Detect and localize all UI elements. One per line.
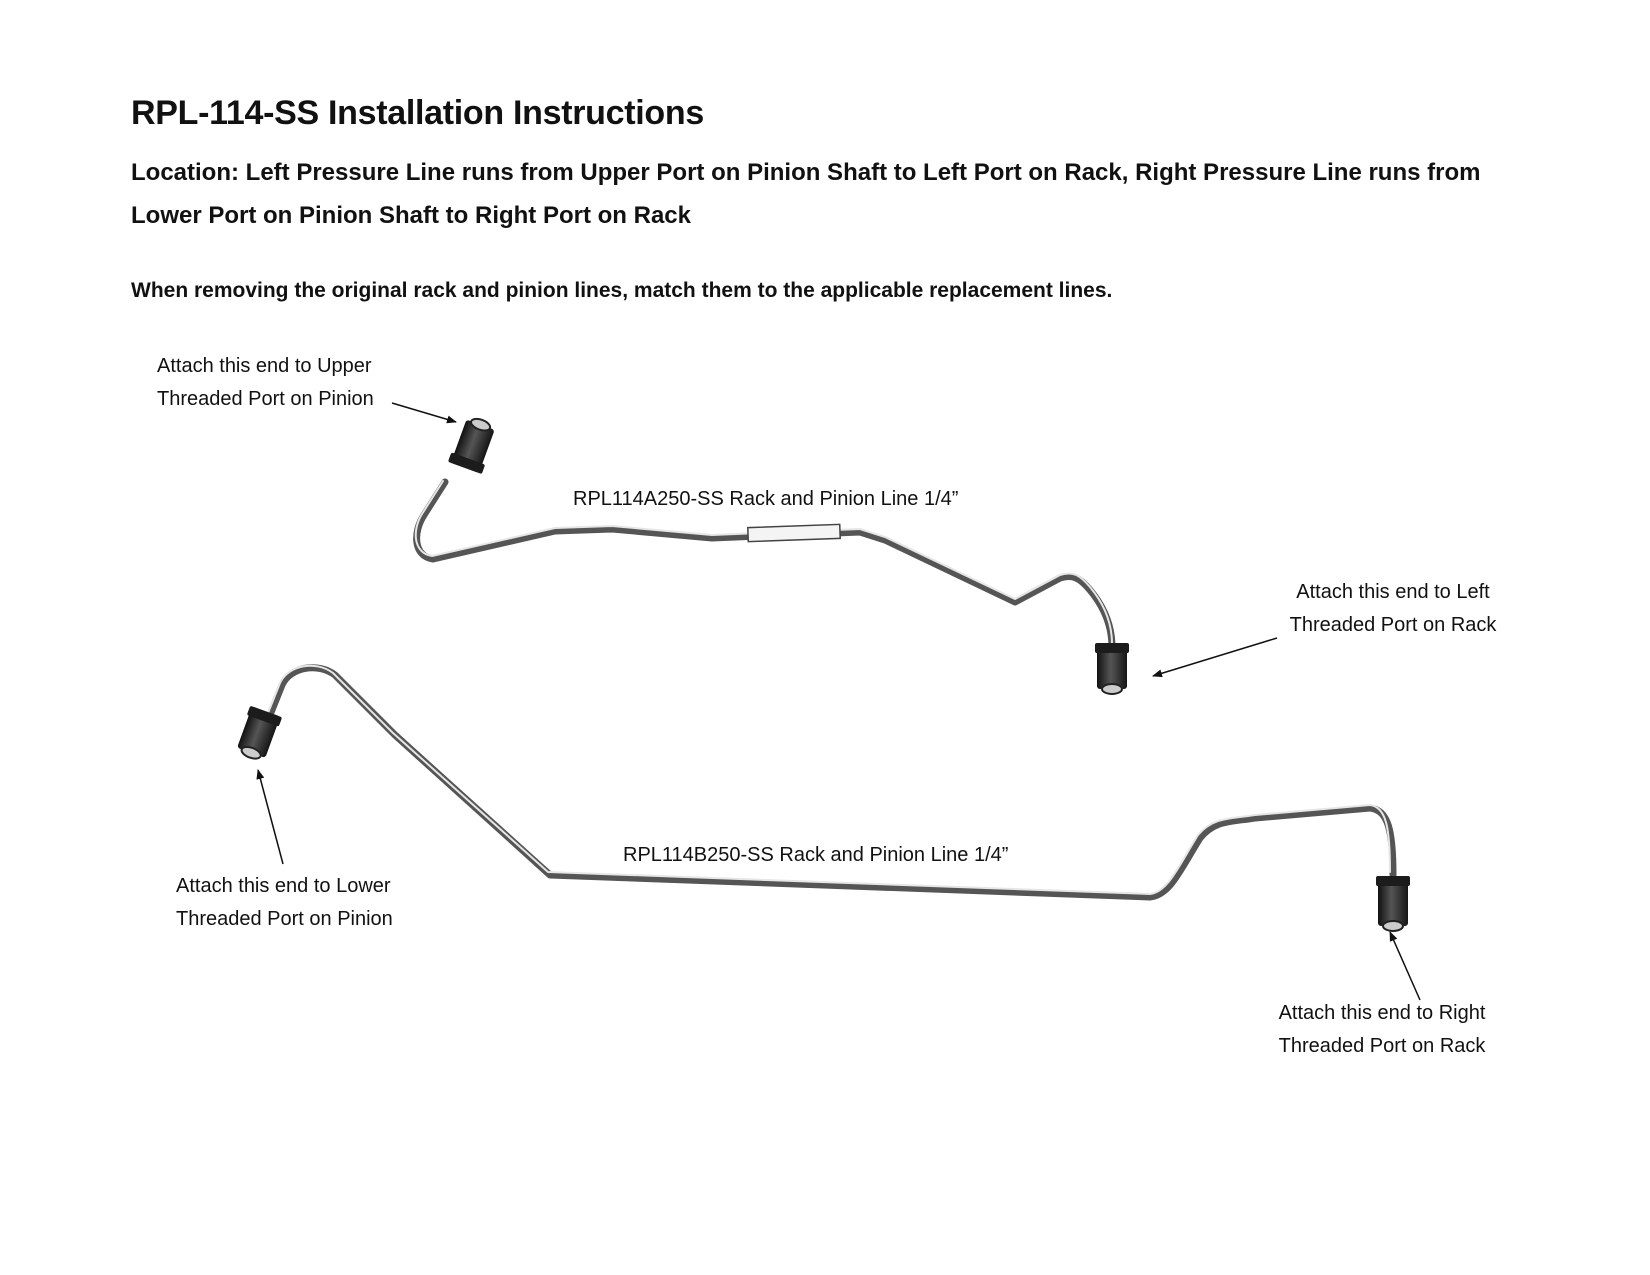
arrow-left-rack xyxy=(1152,637,1278,678)
arrow-upper-pinion xyxy=(391,402,457,424)
callout-line: Attach this end to Right xyxy=(1278,1002,1486,1024)
part-label-a: RPL114A250-SS Rack and Pinion Line 1/4” xyxy=(573,488,959,510)
callout-upper-pinion: Attach this end to Upper Threaded Port o… xyxy=(157,350,374,416)
callout-line: Threaded Port on Pinion xyxy=(176,908,393,930)
callout-line: Attach this end to Upper xyxy=(157,355,372,377)
arrow-right-rack xyxy=(1389,931,1421,1001)
part-label-b: RPL114B250-SS Rack and Pinion Line 1/4” xyxy=(623,844,1009,866)
matching-note: When removing the original rack and pini… xyxy=(131,279,1113,302)
pressure-line-a xyxy=(413,417,1129,695)
line-tag xyxy=(747,523,841,543)
callout-left-rack: Attach this end to Left Threaded Port on… xyxy=(1278,576,1508,642)
callout-lower-pinion: Attach this end to Lower Threaded Port o… xyxy=(176,870,393,936)
tube-nut-icon xyxy=(237,706,282,760)
location-description: Location: Left Pressure Line runs from U… xyxy=(131,159,1481,229)
document-title: RPL-114-SS Installation Instructions xyxy=(131,94,704,132)
arrow-lower-pinion xyxy=(256,769,284,865)
callout-right-rack: Attach this end to Right Threaded Port o… xyxy=(1262,997,1502,1063)
callout-line: Threaded Port on Pinion xyxy=(157,388,374,410)
tube-a-highlight xyxy=(414,480,1113,645)
callout-line: Threaded Port on Rack xyxy=(1278,1035,1486,1057)
pressure-line-b xyxy=(237,664,1410,932)
tube-nut-icon xyxy=(1376,876,1410,932)
tube-b-highlight xyxy=(267,664,1391,895)
tube-nut-icon xyxy=(1095,643,1129,695)
callout-line: Threaded Port on Rack xyxy=(1289,614,1497,636)
callout-line: Attach this end to Left xyxy=(1296,581,1490,603)
tube-nut-icon xyxy=(448,417,494,474)
callout-line: Attach this end to Lower xyxy=(176,875,391,897)
